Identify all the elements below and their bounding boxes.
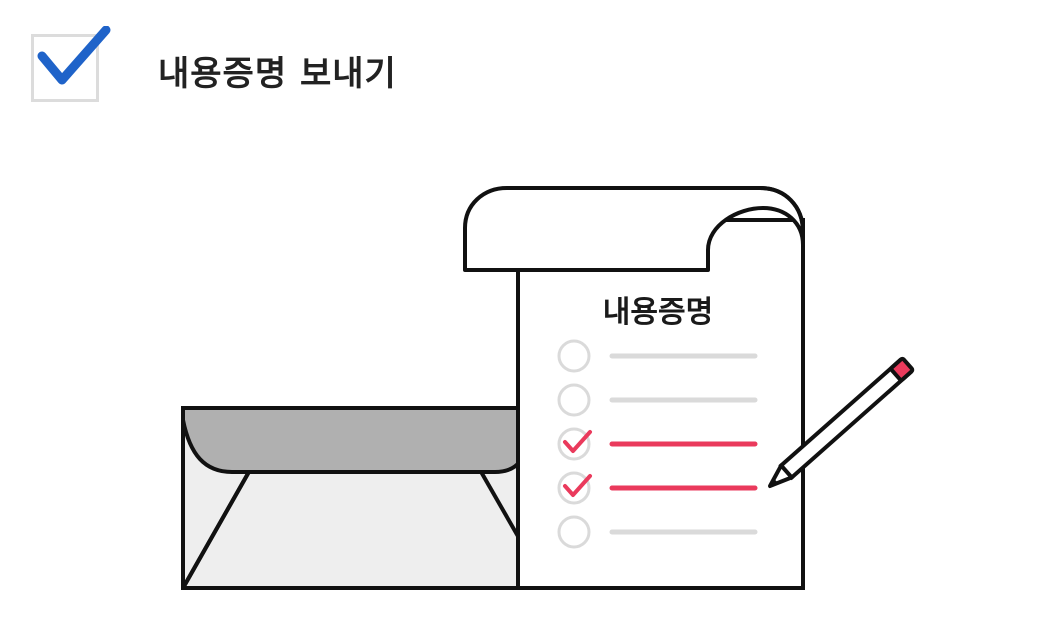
paper-scroll-icon: 내용증명: [463, 186, 805, 590]
checklist-row: [557, 383, 758, 417]
page-title: 내용증명 보내기: [158, 54, 397, 94]
unchecked-circle-icon: [557, 339, 591, 373]
checkbox-checked-icon: [37, 26, 111, 85]
checklist-row: [557, 427, 758, 461]
envelope-icon: [181, 406, 525, 590]
checklist-row: [557, 339, 758, 373]
checked-circle-icon: [557, 471, 591, 505]
checked-circle-icon: [557, 427, 591, 461]
unchecked-circle-icon: [557, 383, 591, 417]
document-title: 내용증명: [603, 295, 713, 330]
check-icon: [563, 430, 592, 453]
page-header: 내용증명 보내기: [0, 0, 1038, 140]
checklist-row: [557, 471, 758, 505]
checklist-row: [557, 515, 758, 549]
pencil-icon: [768, 356, 915, 488]
check-icon: [563, 474, 592, 497]
unchecked-circle-icon: [557, 515, 591, 549]
